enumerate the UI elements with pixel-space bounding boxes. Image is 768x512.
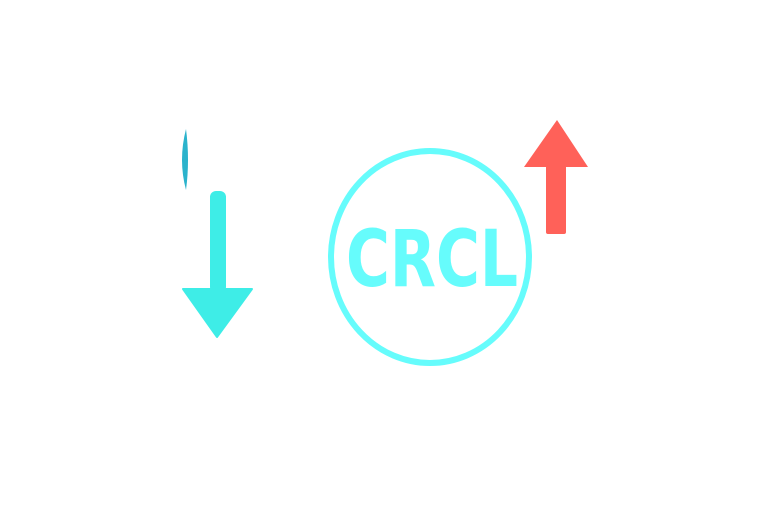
- down-arrow-icon: [182, 191, 253, 338]
- sliver-mark: [182, 129, 188, 190]
- ticker-text: CRCL: [346, 215, 518, 305]
- up-arrow-icon: [524, 120, 588, 234]
- crcl-logo: CRCL: [328, 148, 532, 366]
